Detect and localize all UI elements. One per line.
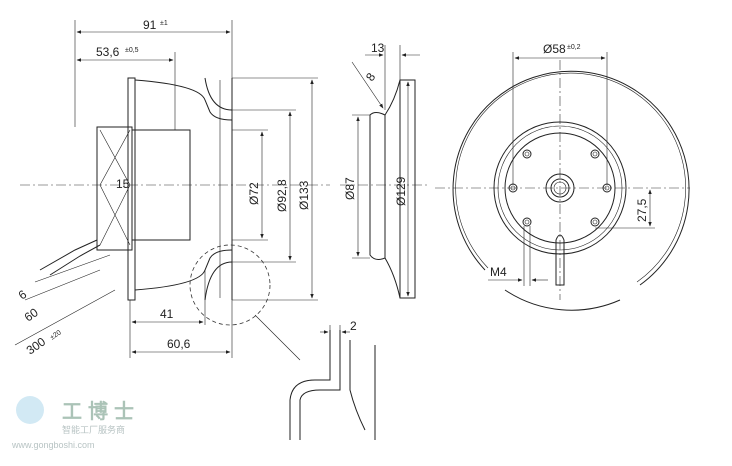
dim-27-5: 27,5	[635, 198, 649, 222]
dim-dia-58: Ø58	[543, 42, 566, 56]
rotor	[132, 129, 191, 241]
motor-hatch	[99, 129, 131, 246]
dim-41: 41	[160, 307, 174, 321]
front-view: Ø58 ±0,2 27,5 M4	[435, 42, 690, 311]
watermark-url: www.gongboshi.com	[11, 440, 95, 450]
dim-91-tol: ±1	[160, 20, 168, 27]
side-section-view: 91 ±1 53,6 ±0,5 15 Ø72 Ø92,8 Ø133 41 60,…	[14, 18, 330, 358]
inlet-ring	[204, 77, 233, 301]
cable-outlet	[555, 234, 565, 286]
dim-dia-92-8: Ø92,8	[275, 179, 289, 212]
shaft-hub	[545, 173, 575, 203]
outer-rim	[452, 70, 690, 286]
dim-91: 91	[143, 18, 157, 32]
dim-cable-6: 6	[16, 287, 30, 302]
disk-profile	[399, 79, 416, 299]
dim-53-6-tol: ±0,5	[125, 47, 139, 54]
hub-ring	[493, 121, 627, 255]
dim-dia-133: Ø133	[297, 180, 311, 210]
detail-edge	[349, 340, 376, 440]
dim-60-6: 60,6	[167, 337, 191, 351]
detail-view: 2	[189, 244, 376, 440]
dim-cable-300: 300	[24, 334, 49, 357]
dim-detail-2: 2	[350, 319, 357, 333]
dim-dia-58-tol: ±0,2	[567, 44, 581, 51]
profile-view: 13 8 Ø87 Ø129	[340, 41, 430, 299]
cable-dim-lines	[14, 254, 116, 346]
mounting-holes	[508, 149, 612, 227]
inlet-profile	[369, 112, 386, 260]
dim-cable-300-tol: ±20	[49, 329, 63, 341]
back-plate	[127, 77, 136, 301]
dim-53-6: 53,6	[96, 45, 120, 59]
dim-dia-87: Ø87	[343, 177, 357, 200]
dim-cable-60: 60	[22, 305, 41, 324]
dim-dia-129: Ø129	[394, 176, 408, 206]
detail-circle	[189, 244, 271, 326]
dim-m4: M4	[490, 265, 507, 279]
dim-dia-72: Ø72	[247, 182, 261, 205]
watermark: 工博士 智能工厂服务商 www.gongboshi.com	[11, 396, 140, 450]
dim-13: 13	[371, 41, 385, 55]
motor-body	[96, 126, 133, 251]
watermark-brand: 工博士	[62, 399, 140, 423]
mascot-icon	[16, 396, 44, 424]
dim-15: 15	[116, 177, 130, 191]
detail-profile	[289, 330, 341, 440]
watermark-slogan: 智能工厂服务商	[62, 424, 125, 435]
cable	[39, 239, 101, 276]
